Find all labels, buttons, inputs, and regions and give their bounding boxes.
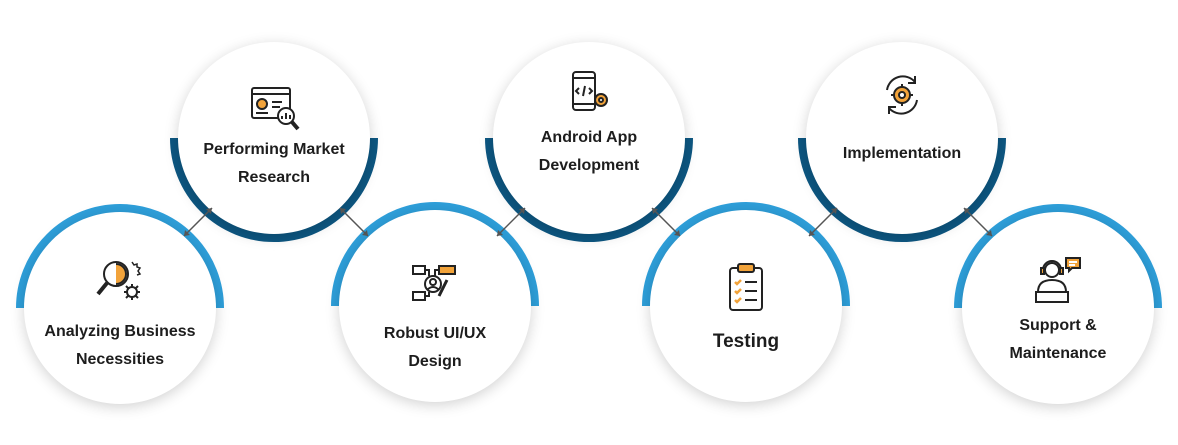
connector-arrow <box>183 207 213 237</box>
step-label: Analyzing Business Necessities <box>30 318 210 374</box>
step-label-line1: Testing <box>712 331 780 352</box>
step-label: Testing <box>656 328 836 356</box>
step-label: Support & Maintenance <box>968 312 1148 368</box>
step-implementation: Implementation <box>796 32 1008 244</box>
support-agent-icon <box>1032 254 1084 304</box>
connector-arrow <box>496 207 526 237</box>
step-label-line1: Implementation <box>842 145 962 162</box>
step-label-line2: Maintenance <box>1009 345 1107 362</box>
connector-arrow <box>963 207 993 237</box>
step-circle <box>806 42 998 234</box>
step-label-line2: Necessities <box>75 351 165 368</box>
step-label: Android App Development <box>499 124 679 180</box>
gear-cycle-icon <box>877 70 927 120</box>
step-circle <box>178 42 370 234</box>
step-testing: Testing <box>640 200 852 412</box>
step-ui-ux-design: Robust UI/UX Design <box>329 200 541 412</box>
step-label-line1: Performing Market <box>203 141 345 158</box>
step-market-research: Performing Market Research <box>168 32 380 244</box>
step-support-maintenance: Support & Maintenance <box>952 202 1164 414</box>
magnifier-gear-icon <box>94 254 146 306</box>
step-circle <box>962 212 1154 404</box>
market-chart-icon <box>248 82 300 134</box>
connector-arrow <box>339 207 369 237</box>
step-label-line2: Design <box>408 353 462 370</box>
step-label: Implementation <box>812 140 992 168</box>
step-circle <box>650 210 842 402</box>
step-label-line1: Support & <box>1019 317 1097 334</box>
connector-arrow <box>808 207 838 237</box>
step-label-line1: Robust UI/UX <box>383 325 487 342</box>
step-label-line1: Android App <box>540 129 638 146</box>
step-android-development: Android App Development <box>483 32 695 244</box>
step-circle <box>493 42 685 234</box>
step-label-line2: Development <box>538 157 640 174</box>
mobile-code-icon <box>567 70 611 114</box>
connector-arrow <box>651 207 681 237</box>
step-label: Robust UI/UX Design <box>345 320 525 376</box>
step-circle <box>339 210 531 402</box>
step-label-line2: Research <box>237 169 311 186</box>
step-circle <box>24 212 216 404</box>
ui-design-icon <box>409 262 461 308</box>
step-label: Performing Market Research <box>184 136 364 192</box>
step-analyzing-business: Analyzing Business Necessities <box>14 202 226 414</box>
step-label-line1: Analyzing Business <box>44 323 196 340</box>
clipboard-checklist-icon <box>724 262 768 312</box>
